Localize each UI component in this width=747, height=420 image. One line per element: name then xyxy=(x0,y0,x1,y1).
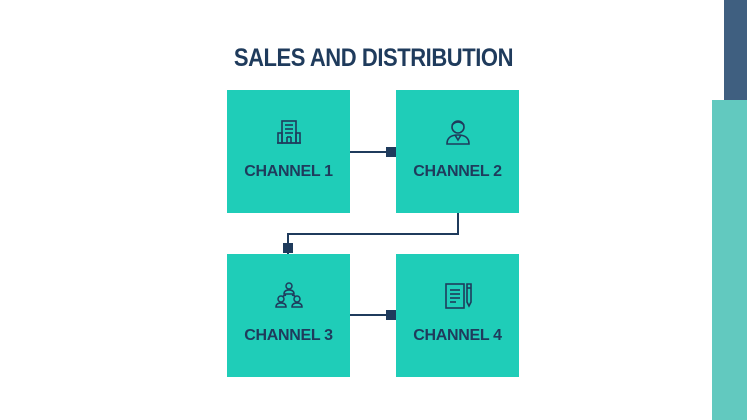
channel-box-1: CHANNEL 1 xyxy=(227,90,350,213)
document-pen-icon xyxy=(445,283,472,309)
connector-2-3 xyxy=(287,213,459,254)
team-icon xyxy=(275,282,303,308)
side-bar-teal xyxy=(712,100,747,420)
channel-label: CHANNEL 4 xyxy=(413,327,502,344)
channel-label: CHANNEL 3 xyxy=(244,327,333,344)
channel-box-4: CHANNEL 4 xyxy=(396,254,519,377)
channel-label: CHANNEL 2 xyxy=(413,163,502,180)
connector-1-2-end xyxy=(386,147,396,157)
person-icon xyxy=(446,120,470,145)
building-icon xyxy=(277,120,301,144)
page-title: SALES AND DISTRIBUTION xyxy=(233,44,514,72)
channel-box-3: CHANNEL 3 xyxy=(227,254,350,377)
channel-box-2: CHANNEL 2 xyxy=(396,90,519,213)
connector-3-4-end xyxy=(386,310,396,320)
connector-2-3-end xyxy=(283,243,293,253)
channel-label: CHANNEL 1 xyxy=(244,163,333,180)
